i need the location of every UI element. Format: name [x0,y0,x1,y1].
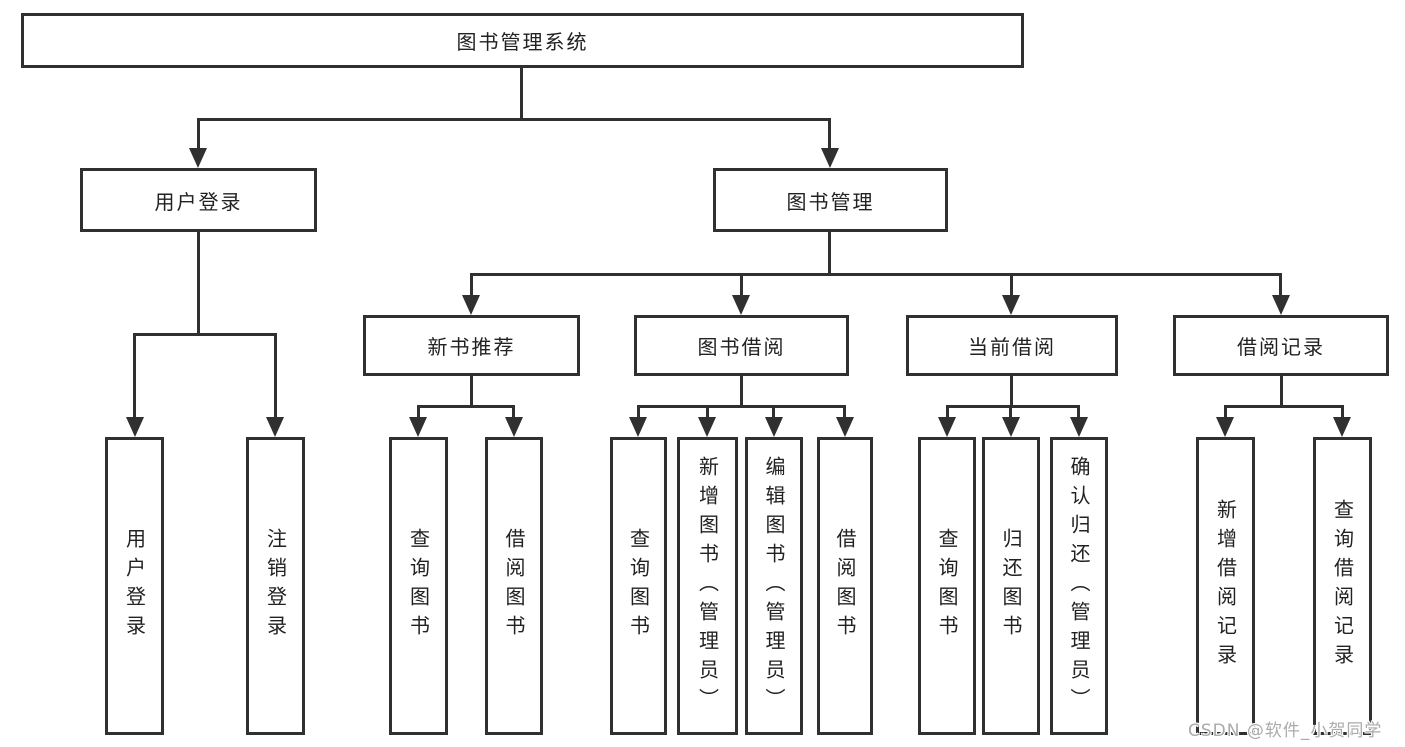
connector-arrowhead [189,148,207,168]
connector-line [740,376,743,407]
node-label: 用户登录 [122,528,147,644]
node-borrowing-records: 借阅记录 [1173,315,1389,376]
node-label: 图书管理系统 [456,30,589,54]
node-label: 图书管理 [786,189,875,214]
connector-line [1279,273,1282,299]
node-label: 查询图书 [406,528,431,644]
leaf-edit-book-admin: 编辑图书（管理员） [745,437,803,735]
leaf-logout: 注销登录 [246,437,305,735]
connector-arrowhead [698,417,716,437]
connector-line [772,405,775,419]
connector-arrowhead [836,417,854,437]
connector-line [946,405,1080,408]
leaf-query-books-borrowing: 查询图书 [610,437,667,735]
node-label: 用户登录 [154,189,243,214]
node-label: 当前借阅 [968,335,1056,359]
connector-line [1341,405,1344,419]
node-label: 查询图书 [935,528,959,644]
node-user-login: 用户登录 [80,168,317,232]
connector-line [512,405,515,419]
connector-arrowhead [126,417,144,437]
connector-line [946,405,949,419]
connector-arrowhead [1216,417,1234,437]
connector-line [197,232,200,335]
node-book-management: 图书管理 [713,168,948,232]
connector-line [197,118,200,151]
connector-line [740,273,743,299]
leaf-query-borrow-record: 查询借阅记录 [1313,437,1372,735]
connector-arrowhead [938,417,956,437]
leaf-add-book-admin: 新增图书（管理员） [677,437,738,735]
connector-line [197,118,831,121]
connector-arrowhead [629,417,647,437]
connector-line [1009,405,1012,419]
node-label: 确认归还（管理员） [1067,455,1091,717]
node-current-borrowing: 当前借阅 [906,315,1118,376]
connector-arrowhead [1070,417,1088,437]
node-book-borrowing: 图书借阅 [634,315,849,376]
leaf-add-borrow-record: 新增借阅记录 [1196,437,1255,735]
leaf-query-books-current: 查询图书 [918,437,976,735]
node-label: 新增借阅记录 [1213,499,1238,673]
connector-arrowhead [505,417,523,437]
node-label: 新增图书（管理员） [695,455,720,717]
connector-line [1010,376,1013,407]
node-label: 借阅图书 [502,528,526,644]
node-label: 新书推荐 [427,335,516,359]
connector-line [1224,405,1344,408]
connector-line [470,273,473,299]
leaf-confirm-return-admin: 确认归还（管理员） [1050,437,1108,735]
node-label: 图书借阅 [697,335,786,359]
connector-line [133,333,277,336]
node-new-book-recommend: 新书推荐 [363,315,580,376]
connector-arrowhead [732,295,750,315]
connector-line [1010,273,1013,299]
node-label: 归还图书 [999,528,1023,644]
connector-arrowhead [821,148,839,168]
connector-arrowhead [1333,417,1351,437]
csdn-watermark: CSDN @软件_小贺同学 [1188,721,1383,741]
connector-line [520,68,523,120]
node-label: 查询图书 [626,528,651,644]
connector-line [133,333,136,419]
connector-line [828,232,831,276]
leaf-query-books-recommend: 查询图书 [389,437,448,735]
connector-line [637,405,846,408]
node-label: 查询借阅记录 [1330,499,1355,673]
connector-arrowhead [1002,417,1020,437]
connector-line [274,333,277,419]
node-label: 借阅记录 [1237,335,1325,359]
leaf-return-book: 归还图书 [982,437,1040,735]
connector-line [1280,376,1283,407]
connector-line [637,405,640,419]
node-root-system: 图书管理系统 [21,13,1024,68]
connector-arrowhead [1272,295,1290,315]
leaf-user-login: 用户登录 [105,437,164,735]
connector-arrowhead [409,417,427,437]
connector-line [470,273,1282,276]
connector-line [417,405,515,408]
connector-arrowhead [765,417,783,437]
node-label: 编辑图书（管理员） [762,455,786,717]
connector-line [1077,405,1080,419]
leaf-borrow-books-recommend: 借阅图书 [485,437,543,735]
connector-line [417,405,420,419]
connector-line [1224,405,1227,419]
connector-line [470,376,473,407]
node-label: 注销登录 [263,528,288,644]
connector-arrowhead [462,295,480,315]
connector-line [706,405,709,419]
connector-arrowhead [1002,295,1020,315]
connector-line [843,405,846,419]
node-label: 借阅图书 [833,528,857,644]
connector-arrowhead [266,417,284,437]
connector-line [828,118,831,151]
leaf-borrow-books-borrowing: 借阅图书 [817,437,873,735]
